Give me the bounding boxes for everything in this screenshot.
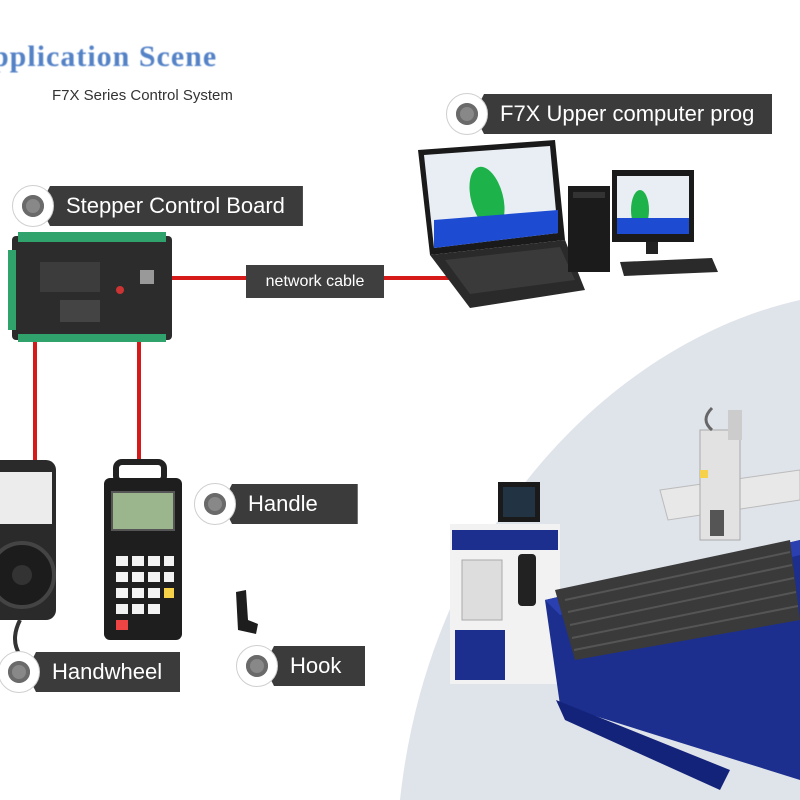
bullet-icon <box>194 483 236 525</box>
tag-stepper-board-label: Stepper Control Board <box>40 186 303 226</box>
tag-hook: Hook <box>236 646 365 686</box>
tag-handwheel: Handwheel <box>0 652 180 692</box>
handwheel-image <box>0 460 56 655</box>
tag-handle-label: Handle <box>222 484 358 524</box>
tag-hook-label: Hook <box>264 646 365 686</box>
desktop-computer-image <box>568 170 718 276</box>
tag-stepper-board: Stepper Control Board <box>12 186 303 226</box>
handle-image <box>104 462 182 640</box>
bullet-icon <box>446 93 488 135</box>
tag-handwheel-label: Handwheel <box>26 652 180 692</box>
stepper-board-image <box>8 232 172 342</box>
bullet-icon <box>236 645 278 687</box>
tag-handle: Handle <box>194 484 358 524</box>
network-cable-label: network cable <box>246 265 384 298</box>
tag-upper-computer: F7X Upper computer prog <box>446 94 772 134</box>
page-title: pplication Scene <box>0 40 217 74</box>
tag-upper-computer-label: F7X Upper computer prog <box>474 94 772 134</box>
page-subtitle: F7X Series Control System <box>52 87 233 104</box>
bullet-icon <box>12 185 54 227</box>
hook-image <box>236 590 258 634</box>
laptop-image <box>418 140 585 308</box>
bullet-icon <box>0 651 40 693</box>
